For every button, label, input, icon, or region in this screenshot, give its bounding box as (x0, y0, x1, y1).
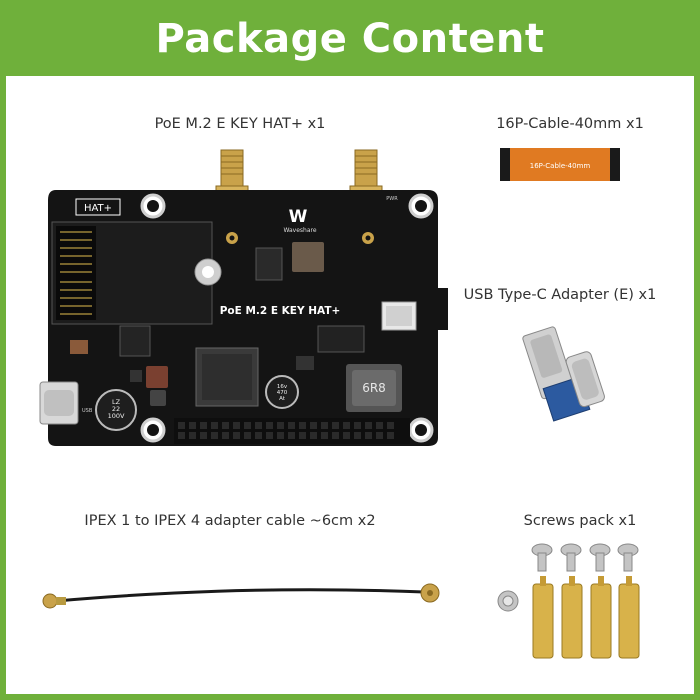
item-label-usb-adapter: USB Type-C Adapter (E) x1 (463, 287, 657, 303)
item-label-screws: Screws pack x1 (523, 513, 637, 529)
brand-logo: Waveshare (283, 227, 316, 234)
header-banner: Package Content (0, 0, 700, 78)
flex-cable-print: 16P-Cable-40mm (530, 162, 591, 170)
svg-text:W: W (289, 207, 308, 227)
usb-silkscreen: USB (82, 408, 93, 414)
item-label-cable: 16P-Cable-40mm x1 (496, 116, 644, 132)
page-title: Package Content (155, 16, 545, 62)
inductor-marking: 6R8 (362, 381, 386, 395)
hat-badge: HAT+ (84, 203, 112, 214)
cap-main-line1: LZ (112, 398, 121, 406)
item-label-ipex-cable: IPEX 1 to IPEX 4 adapter cable ~6cm x2 (84, 513, 376, 529)
item-label-hat: PoE M.2 E KEY HAT+ x1 (154, 116, 326, 132)
board-silkscreen: PoE M.2 E KEY HAT+ (220, 305, 341, 317)
pwr-silkscreen: PWR (386, 196, 398, 202)
